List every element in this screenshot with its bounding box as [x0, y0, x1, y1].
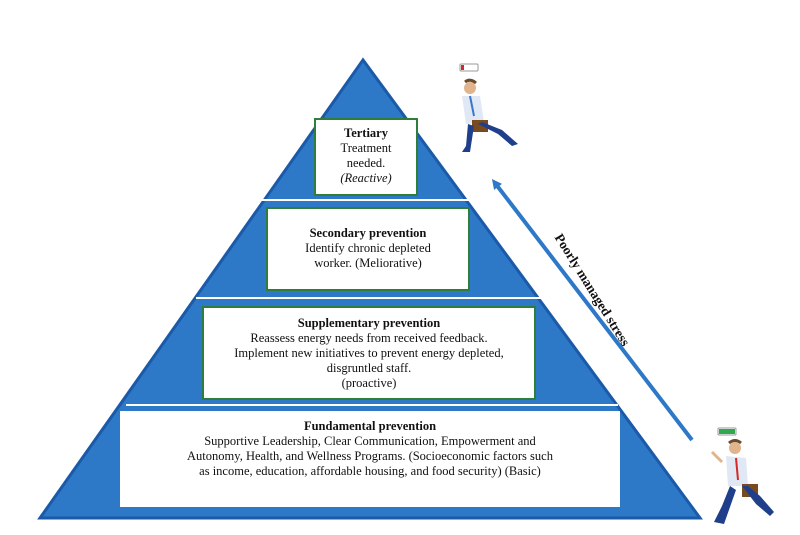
supplementary-tier-box: Supplementary prevention Reassess energy… [202, 306, 536, 400]
tired-businessman-icon [459, 63, 518, 152]
fundamental-line: as income, education, affordable housing… [199, 464, 541, 478]
tertiary-line: (Reactive) [340, 171, 392, 185]
secondary-tier-box: Secondary prevention Identify chronic de… [266, 207, 470, 291]
stress-arrow [491, 179, 694, 442]
fundamental-line: Autonomy, Health, and Wellness Programs.… [187, 449, 553, 463]
battery-level-low [461, 65, 464, 70]
supplementary-line: disgruntled staff. [326, 361, 412, 375]
secondary-line: Identify chronic depleted [305, 241, 431, 255]
secondary-line: worker. (Meliorative) [314, 256, 422, 270]
supplementary-line: Reassess energy needs from received feed… [250, 331, 488, 345]
supplementary-line: (proactive) [341, 376, 397, 390]
battery-level-full [719, 429, 735, 434]
energetic-businessman-icon [710, 427, 774, 524]
tertiary-title: Tertiary [344, 126, 388, 140]
fundamental-tier-box: Fundamental prevention Supportive Leader… [120, 411, 620, 507]
battery-icon [459, 63, 479, 72]
tertiary-line: needed. [346, 156, 386, 170]
fundamental-line: Supportive Leadership, Clear Communicati… [204, 434, 536, 448]
secondary-title: Secondary prevention [309, 226, 427, 240]
supplementary-title: Supplementary prevention [297, 316, 441, 330]
fundamental-title: Fundamental prevention [303, 419, 437, 433]
tertiary-line: Treatment [340, 141, 392, 155]
supplementary-line: Implement new initiatives to prevent ene… [234, 346, 504, 360]
tertiary-tier-box: Tertiary Treatment needed. (Reactive) [314, 118, 418, 196]
